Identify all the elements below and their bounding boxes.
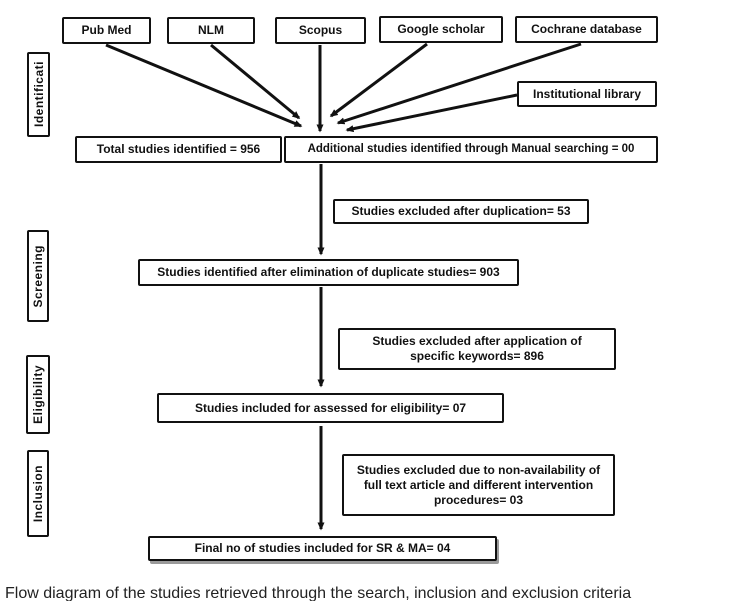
source-box-google-scholar: Google scholar — [379, 16, 503, 43]
source-box-cochrane-database: Cochrane database — [515, 16, 658, 43]
stage-label-screening: Screening — [27, 230, 49, 322]
stage-label-eligibility-text: Eligibility — [31, 365, 45, 424]
figure-caption: Flow diagram of the studies retrieved th… — [5, 585, 632, 601]
node-additional-manual-searching: Additional studies identified through Ma… — [284, 136, 658, 163]
node-after-duplicate-elimination: Studies identified after elimination of … — [138, 259, 519, 286]
stage-label-identification-text: Identificati — [31, 61, 46, 128]
arrow-institutional-to-junction — [345, 93, 518, 133]
stage-label-identification: Identificati — [27, 52, 50, 137]
stage-label-screening-text: Screening — [31, 244, 45, 308]
stage-label-eligibility: Eligibility — [26, 355, 50, 434]
node-excluded-after-duplication: Studies excluded after duplication= 53 — [333, 199, 589, 224]
stage-label-inclusion-text: Inclusion — [31, 464, 45, 523]
node-assessed-for-eligibility: Studies included for assessed for eligib… — [157, 393, 504, 423]
source-box-nlm: NLM — [167, 17, 255, 44]
source-box-institutional-library: Institutional library — [517, 81, 657, 107]
stage-label-inclusion: Inclusion — [27, 450, 49, 537]
arrow-pubmed-to-junction — [105, 43, 303, 128]
arrow-nlm-to-junction — [210, 43, 301, 120]
source-box-scopus: Scopus — [275, 17, 366, 44]
node-excluded-fulltext-intervention: Studies excluded due to non-availability… — [342, 454, 615, 516]
arrow-googlescholar-to-junction — [329, 42, 428, 118]
node-total-studies-identified: Total studies identified = 956 — [75, 136, 282, 163]
source-box-pubmed: Pub Med — [62, 17, 151, 44]
node-final-included-sr-ma: Final no of studies included for SR & MA… — [148, 536, 497, 561]
node-excluded-specific-keywords: Studies excluded after application of sp… — [338, 328, 616, 370]
